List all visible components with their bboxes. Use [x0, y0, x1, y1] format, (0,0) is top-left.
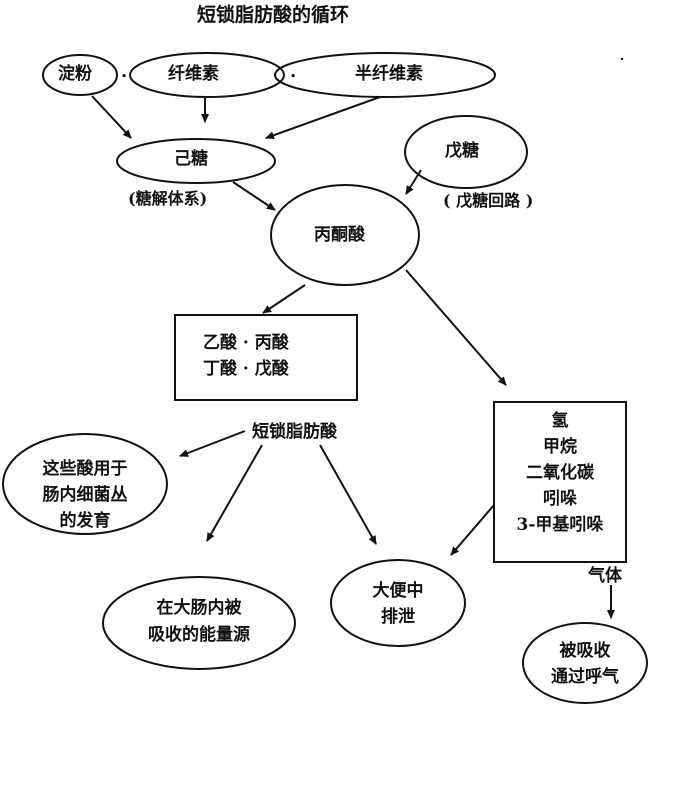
breath-line-1: 被吸收 — [559, 641, 611, 661]
gas-line-4: 吲哚 — [543, 489, 577, 509]
energy-line-2: 吸收的能量源 — [148, 625, 250, 645]
gas-label: 气体 — [588, 566, 622, 586]
hexose-label: 己糖 — [174, 149, 208, 169]
bacteria-node — [2, 433, 168, 535]
arrow-hemicellulose-hexose — [265, 96, 381, 140]
pyruvate-label: 丙酮酸 — [314, 225, 365, 245]
glycolysis-note: (糖解体系) — [128, 189, 208, 208]
separator-1: . — [121, 61, 128, 82]
gas-line-2: 甲烷 — [543, 437, 577, 457]
pentose-node — [404, 115, 528, 189]
arrow-gases-feces — [450, 504, 495, 556]
separator-2: . — [290, 61, 297, 82]
bacteria-line-3: 的发育 — [59, 511, 111, 531]
breath-line-2: 通过呼气 — [551, 667, 619, 687]
gas-line-3: 二氧化碳 — [526, 463, 594, 483]
acids-box — [174, 314, 358, 401]
breath-node — [522, 622, 648, 704]
gas-line-1: 氢 — [551, 411, 569, 431]
diagram-title: 短锁脂肪酸的循环 — [197, 4, 350, 26]
pyruvate-node — [270, 184, 420, 286]
arrow-hexose-pyruvate — [232, 181, 276, 211]
acids-line-1: 乙酸 · 丙酸 — [203, 333, 289, 353]
arrow-starch-hexose — [91, 95, 132, 139]
starch-label: 淀粉 — [58, 64, 92, 84]
speck — [620, 57, 624, 61]
energy-node — [102, 576, 296, 670]
energy-line-1: 在大肠内被 — [156, 598, 242, 618]
gases-box — [493, 401, 627, 563]
arrow-pyruvate-acids — [262, 284, 306, 314]
bacteria-line-2: 肠内细菌丛 — [42, 485, 128, 505]
hemicellulose-label: 半纤维素 — [355, 64, 423, 84]
hexose-node — [116, 138, 276, 184]
starch-node — [42, 54, 118, 96]
bacteria-line-1: 这些酸用于 — [42, 459, 128, 479]
arrow-pyruvate-gases — [405, 269, 507, 386]
acids-line-2: 丁酸 · 戊酸 — [203, 359, 289, 379]
arrow-pentose-pyruvate — [405, 169, 422, 195]
arrow-scfa-feces — [319, 444, 377, 545]
scfa-label: 短锁脂肪酸 — [252, 422, 337, 442]
feces-line-1: 大便中 — [372, 581, 424, 601]
cellulose-node — [129, 52, 285, 98]
pentose-note: ( 戊糖回路 ) — [443, 191, 534, 210]
pentose-label: 戊糖 — [445, 141, 479, 161]
gas-line-5: 3-甲基吲哚 — [516, 515, 604, 535]
arrow-scfa-energy — [206, 444, 263, 542]
hemicellulose-node — [274, 52, 496, 98]
arrow-scfa-bacteria — [179, 430, 246, 457]
feces-line-2: 排泄 — [381, 607, 415, 627]
cellulose-label: 纤维素 — [168, 64, 219, 84]
feces-node — [330, 559, 466, 647]
